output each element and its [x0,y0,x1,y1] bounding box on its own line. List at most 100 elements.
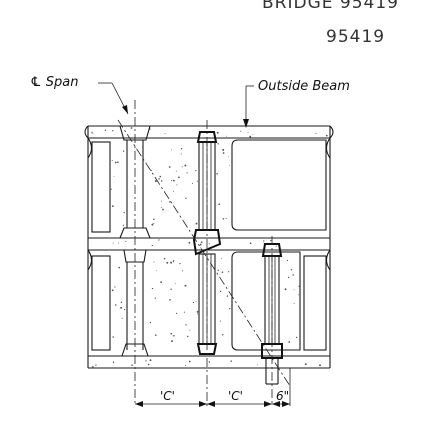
concrete-speck [159,175,162,178]
concrete-speck [131,364,133,366]
concrete-speck [216,172,218,175]
drawing-number: 95419 [326,27,385,47]
header-cutoff-text: BRIDGE 95419 [262,0,399,13]
diagonal-span-line [117,119,291,387]
concrete-speck [228,156,230,158]
concrete-speck [166,261,169,264]
concrete-speck [121,317,123,319]
concrete-speck [240,130,242,132]
concrete-speck [196,180,198,182]
concrete-speck [173,334,175,337]
concrete-speck [216,131,219,134]
concrete-speck [156,270,158,271]
concrete-speck [247,131,249,133]
concrete-speck [113,175,115,177]
concrete-speck [170,332,173,335]
concrete-speck [112,130,114,132]
concrete-speck [221,271,224,273]
concrete-speck [230,360,233,362]
concrete-speck [226,135,227,137]
concrete-speck [249,242,252,245]
concrete-speck [125,240,127,242]
concrete-speck [91,131,93,134]
concrete-hatch [91,127,328,368]
concrete-speck [170,261,173,264]
concrete-speck [218,203,221,206]
concrete-speck [196,311,199,313]
concrete-speck [162,208,164,211]
concrete-speck [168,166,171,168]
right-openings [231,139,327,351]
concrete-speck [170,288,172,290]
concrete-speck [262,242,264,244]
concrete-speck [169,298,171,301]
concrete-speck [219,320,221,322]
concrete-speck [171,180,173,182]
concrete-speck [195,300,197,302]
concrete-speck [114,304,117,306]
concrete-speck [181,166,183,168]
concrete-speck [222,152,225,154]
concrete-speck [92,366,94,368]
concrete-speck [171,149,173,151]
concrete-speck [154,297,156,299]
concrete-speck [287,276,290,279]
concrete-speck [122,150,125,152]
concrete-speck [208,361,211,363]
concrete-speck [208,243,210,245]
concrete-speck [186,172,188,174]
concrete-speck [195,222,198,225]
span-leader [98,82,129,115]
concrete-speck [270,239,272,242]
concrete-speck [153,222,155,225]
concrete-speck [263,240,265,242]
dimension-edge-offset: 6" [276,389,289,403]
concrete-speck [180,148,183,150]
dimension-spacing-2: 'C' [228,389,243,403]
concrete-speck [160,206,162,208]
concrete-speck [217,269,219,272]
concrete-speck [171,340,173,343]
concrete-speck [173,260,175,262]
concrete-speck [164,133,166,134]
concrete-speck [95,364,97,366]
concrete-speck [180,153,182,155]
concrete-speck [286,259,289,262]
concrete-speck [150,169,152,172]
concrete-speck [225,217,227,220]
concrete-speck [175,312,178,315]
concrete-speck [188,241,191,244]
concrete-speck [154,180,157,183]
concrete-speck [219,290,222,293]
concrete-speck [172,179,175,182]
concrete-speck [120,306,123,309]
concrete-speck [229,308,231,310]
concrete-speck [111,205,114,208]
concrete-speck [252,133,254,135]
deck-outline [87,126,331,368]
concrete-speck [249,135,252,138]
concrete-speck [118,266,121,269]
concrete-speck [189,329,191,331]
concrete-speck [226,295,229,297]
concrete-speck [173,190,174,192]
concrete-speck [195,169,197,172]
concrete-speck [256,364,258,366]
concrete-speck [298,294,300,296]
concrete-speck [147,363,150,366]
concrete-speck [104,129,107,131]
concrete-speck [175,170,177,172]
concrete-speck [161,180,163,182]
outside-beam-label: Outside Beam [258,79,350,94]
dimension-line [135,401,290,407]
dimension-spacing-1: 'C' [160,389,175,403]
concrete-speck [160,200,162,202]
concrete-speck [191,182,193,184]
concrete-speck [298,285,300,287]
concrete-speck [217,143,219,145]
concrete-speck [176,184,178,186]
concrete-speck [222,218,225,220]
concrete-speck [304,363,307,366]
concrete-speck [151,287,154,290]
